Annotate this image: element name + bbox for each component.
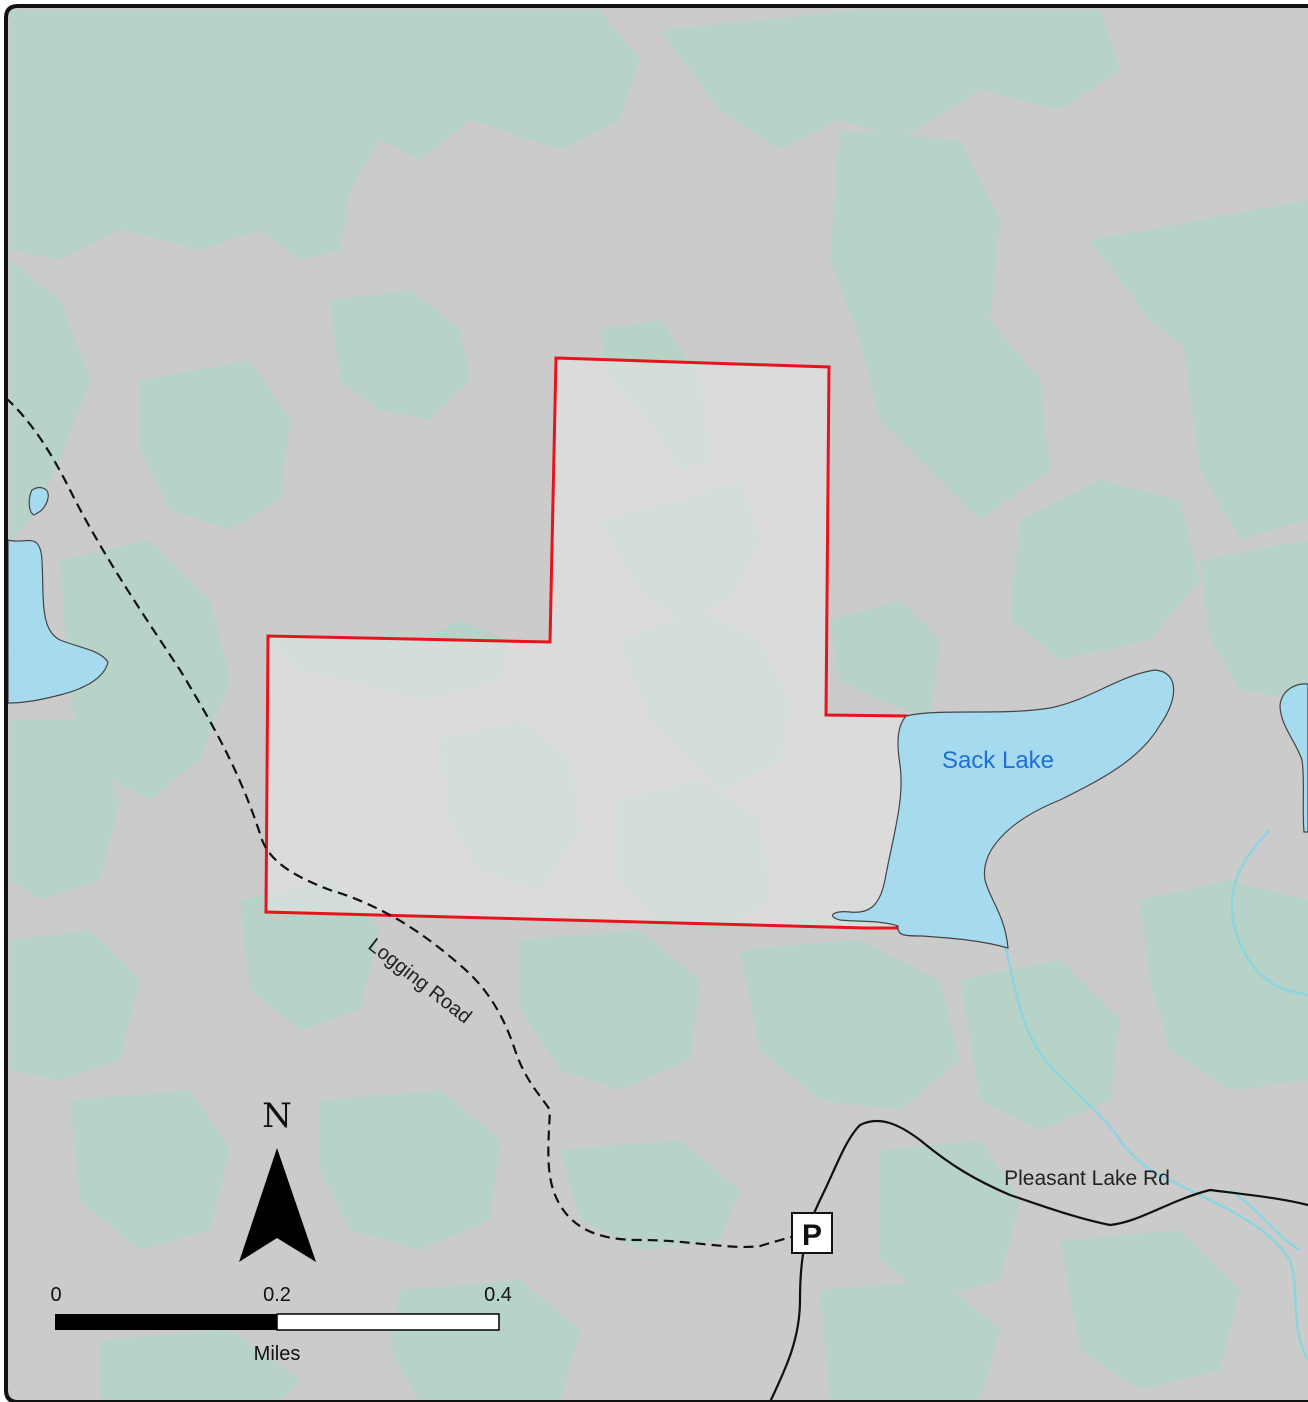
map-border bbox=[4, 4, 1308, 1402]
scale-bar-white-segment bbox=[276, 1313, 500, 1331]
north-arrow: N bbox=[239, 1096, 316, 1262]
pleasant-lake-rd-label: Pleasant Lake Rd bbox=[1004, 1167, 1170, 1190]
north-label: N bbox=[262, 1096, 292, 1136]
logging-road[interactable] bbox=[6, 397, 807, 1249]
east-lake bbox=[1279, 683, 1308, 833]
parking-marker[interactable]: P bbox=[791, 1212, 833, 1254]
sack-lake bbox=[832, 669, 1175, 949]
lake-label: Sack Lake bbox=[942, 747, 1054, 774]
west-lake bbox=[7, 539, 109, 704]
parking-label: P bbox=[802, 1219, 822, 1252]
parking-icon bbox=[791, 1212, 833, 1254]
west-small-pond bbox=[28, 487, 49, 516]
water-layer bbox=[7, 487, 1308, 949]
pleasant-lake-rd[interactable] bbox=[769, 1120, 1308, 1402]
scale-tick-0: 0 bbox=[50, 1284, 61, 1306]
scale-bar-black-segment bbox=[55, 1314, 277, 1330]
scale-tick-1: 0.2 bbox=[263, 1284, 291, 1306]
parcel-boundary[interactable] bbox=[264, 356, 908, 930]
scale-units: Miles bbox=[254, 1343, 301, 1365]
stream-layer bbox=[1004, 829, 1308, 1361]
north-arrow-icon bbox=[239, 1148, 316, 1262]
scale-bar: 0 0.2 0.4 Miles bbox=[50, 1284, 511, 1365]
scale-tick-2: 0.4 bbox=[484, 1284, 512, 1306]
